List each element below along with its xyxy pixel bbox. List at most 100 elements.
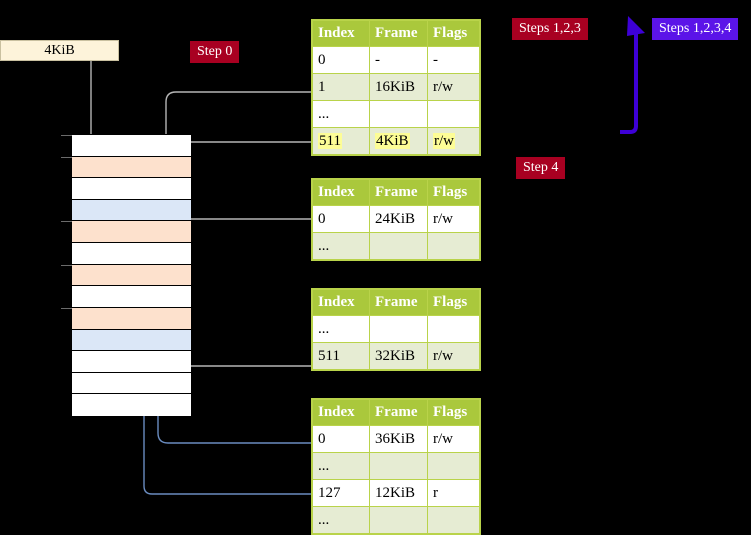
table-cell-index: ... (312, 506, 370, 534)
table-cell-flags (427, 315, 480, 343)
frame-tick-mark (61, 221, 72, 223)
table-header-index: Index (312, 399, 370, 426)
memory-frame-row (72, 372, 191, 395)
memory-frame-row (72, 178, 191, 200)
table-row: ... (312, 452, 480, 480)
memory-frame-row (61, 156, 191, 179)
memory-frame-row (61, 221, 191, 244)
frame-tick-mark (61, 135, 72, 136)
table-cell-flags (427, 506, 480, 534)
table-header-flags: Flags (427, 399, 480, 426)
table-cell-frame: 4KiB (369, 127, 428, 155)
memory-frame-grid (61, 134, 191, 416)
table-cell-frame (369, 315, 428, 343)
step4-badge-text: Step 4 (523, 160, 559, 175)
table-cell-flags: - (427, 46, 480, 74)
table-cell-frame (369, 452, 428, 480)
memory-frame-row (72, 199, 191, 222)
table-header-frame: Frame (369, 179, 428, 206)
table-cell-index: 0 (312, 46, 370, 74)
table-cell-flags (427, 232, 480, 260)
frame-tick-mark (61, 156, 72, 158)
table-cell-flags: r (427, 479, 480, 507)
table-cell-flags: r/w (427, 342, 480, 370)
table-header-frame: Frame (369, 20, 428, 47)
memory-frame-row (72, 243, 191, 265)
table-cell-index: ... (312, 452, 370, 480)
memory-frame-row (72, 394, 191, 416)
table-header-flags: Flags (427, 20, 480, 47)
table-cell-flags (427, 100, 480, 128)
table-cell-frame: 32KiB (369, 342, 428, 370)
frame-tick-mark (61, 307, 72, 309)
table-cell-index: 0 (312, 425, 370, 453)
highlighted-value: 4KiB (375, 132, 410, 149)
table-cell-frame: - (369, 46, 428, 74)
table-header-index: Index (312, 289, 370, 316)
table-cell-flags: r/w (427, 205, 480, 233)
table-cell-frame: 36KiB (369, 425, 428, 453)
highlighted-value: 511 (318, 132, 342, 149)
table-cell-frame: 16KiB (369, 73, 428, 101)
table-row: ... (312, 315, 480, 343)
step4-badge: Step 4 (516, 157, 566, 179)
memory-frame-row (72, 286, 191, 308)
memory-frame-row (61, 307, 191, 330)
table-cell-flags: r/w (427, 127, 480, 155)
highlighted-value: r/w (433, 132, 455, 149)
table-cell-flags: r/w (427, 73, 480, 101)
table-cell-index: 511 (312, 342, 370, 370)
table-cell-index: 511 (312, 127, 370, 155)
table-cell-frame: 24KiB (369, 205, 428, 233)
table-cell-index: ... (312, 315, 370, 343)
step0-badge: Step 0 (190, 41, 240, 63)
steps123-badge-text: Steps 1,2,3 (519, 21, 581, 36)
table-row: ... (312, 506, 480, 534)
table-cell-flags (427, 452, 480, 480)
memory-frame-row (61, 264, 191, 287)
table-header-flags: Flags (427, 289, 480, 316)
table-header-flags: Flags (427, 179, 480, 206)
memory-frame-row (72, 329, 191, 352)
steps1234-badge: Steps 1,2,3,4 (652, 18, 739, 40)
table-cell-index: ... (312, 232, 370, 260)
table-header-index: Index (312, 179, 370, 206)
table-cell-index: 0 (312, 205, 370, 233)
table-cell-frame (369, 100, 428, 128)
table-cell-frame (369, 506, 428, 534)
step0-badge-text: Step 0 (197, 44, 233, 59)
table-cell-index: ... (312, 100, 370, 128)
memory-frame-row (61, 135, 191, 157)
table-cell-flags: r/w (427, 425, 480, 453)
table-row: ... (312, 100, 480, 128)
table-row: ... (312, 232, 480, 260)
table-cell-frame (369, 232, 428, 260)
table-cell-index: 127 (312, 479, 370, 507)
memory-frame-row (72, 351, 191, 373)
table-cell-index: 1 (312, 73, 370, 101)
kib-label-text: 4KiB (44, 43, 75, 58)
frame-tick-mark (61, 264, 72, 266)
steps1234-badge-text: Steps 1,2,3,4 (659, 21, 732, 36)
table-row: 511 4KiB r/w (312, 127, 480, 155)
table-header-index: Index (312, 20, 370, 47)
kib-label-box: 4KiB (0, 40, 119, 61)
table-header-frame: Frame (369, 399, 428, 426)
table-row: 0-- (312, 46, 480, 74)
table-cell-frame: 12KiB (369, 479, 428, 507)
steps123-badge: Steps 1,2,3 (512, 18, 588, 40)
table-header-frame: Frame (369, 289, 428, 316)
